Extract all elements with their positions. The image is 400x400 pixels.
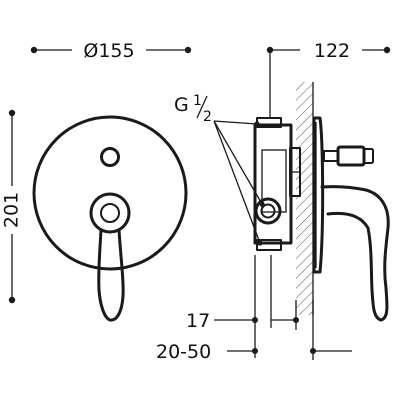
depth-label: 122: [314, 40, 350, 62]
height-dimension: 201: [1, 109, 23, 304]
wall-section: [296, 82, 313, 315]
offset-label: 17: [186, 310, 210, 332]
lever-profile: [320, 185, 390, 322]
bottom-inlet: [256, 239, 282, 251]
depth-dimension: 122: [266, 40, 391, 118]
thread-label-numerator: 1: [193, 93, 202, 109]
thread-label-main: G: [174, 94, 189, 116]
diverter-knob: [100, 147, 120, 167]
range-label: 20-50: [156, 341, 211, 363]
side-view: 122 G 1 2: [156, 40, 391, 363]
diameter-dimension: Ø155: [30, 40, 192, 62]
thread-label-denominator: 2: [203, 109, 212, 125]
handle-hub-outer: [89, 192, 131, 234]
diverter-stem: [323, 150, 339, 162]
offset-dimension: 17: [186, 310, 299, 332]
outlet-port: [254, 197, 282, 225]
height-label: 201: [1, 192, 23, 228]
plate-profile: [312, 116, 325, 274]
cover-plate: [32, 115, 188, 271]
handle-hub-inner: [100, 203, 120, 223]
lever-handle: [97, 228, 125, 322]
front-view: Ø155 201: [1, 40, 192, 322]
thread-annotation: G 1 2: [174, 93, 265, 246]
diameter-label: Ø155: [83, 40, 134, 62]
diverter-cap: [336, 145, 366, 167]
range-dimension: 20-50: [156, 341, 352, 363]
